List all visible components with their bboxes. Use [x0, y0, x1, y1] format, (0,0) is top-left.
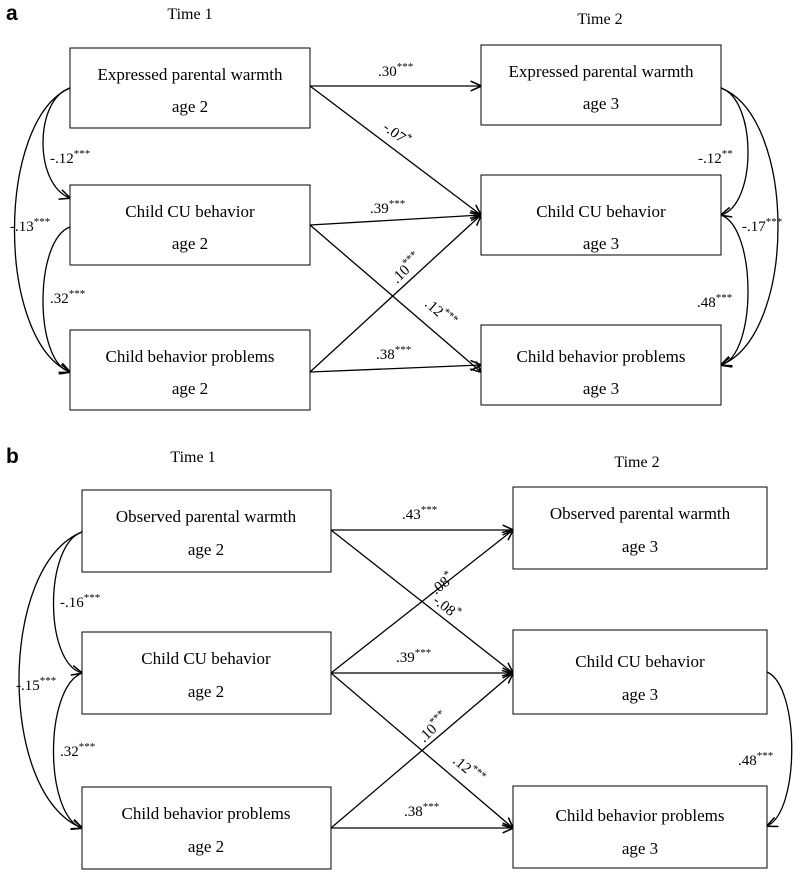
cov-coef-left-2-3: .32*** [60, 741, 95, 760]
cov-coef-left-1-2: -.16*** [60, 592, 100, 611]
box-age: age 3 [622, 685, 658, 704]
panel-a: a Time 1 Time 2 Expressed parental warmt… [6, 2, 782, 411]
coef-warmth-to-cu: -.07* [380, 117, 415, 150]
cov-coef-left-2-3: .32*** [50, 288, 85, 307]
box-b-t2-problems: Child behavior problems age 3 [512, 785, 768, 869]
box-a-t1-cu: Child CU behavior age 2 [69, 184, 311, 266]
box-b-t1-warmth: Observed parental warmth age 2 [81, 489, 332, 573]
cov-left-2-3 [52, 673, 83, 828]
coef-problems-to-problems: .38*** [376, 344, 411, 363]
box-a-t1-warmth: Expressed parental warmth age 2 [69, 47, 311, 129]
box-a-t1-problems: Child behavior problems age 2 [69, 329, 311, 411]
box-age: age 2 [172, 97, 208, 116]
coef-cu-to-cu: .39*** [396, 647, 431, 666]
cov-coef-left-1-2: -.12*** [50, 148, 90, 167]
time1-label: Time 1 [167, 6, 212, 23]
coef-warmth-to-warmth: .30*** [378, 61, 413, 80]
box-label: Child behavior problems [555, 806, 724, 825]
path-problems-to-problems [309, 365, 481, 373]
box-b-t1-problems: Child behavior problems age 2 [81, 786, 332, 870]
path-problems-to-cu [309, 215, 481, 373]
panel-b: b Time 1 Time 2 Observed parental warmth… [6, 445, 793, 870]
box-b-t2-cu: Child CU behavior age 3 [512, 629, 768, 715]
cov-coef-right-2-3: .48*** [697, 292, 732, 311]
cov-right-2-3 [721, 215, 749, 365]
box-age: age 2 [188, 540, 224, 559]
cov-right-2-3 [767, 672, 793, 826]
coef-problems-to-problems: .38*** [404, 801, 439, 820]
coef-cu-to-cu: .39*** [370, 198, 405, 217]
box-label: Child behavior problems [121, 804, 290, 823]
box-b-t2-warmth: Observed parental warmth age 3 [512, 486, 768, 570]
box-label: Observed parental warmth [550, 504, 731, 523]
panel-letter: b [6, 445, 19, 468]
cov-coef-left-1-3: -.13*** [10, 216, 50, 235]
path-cu-to-cu [309, 215, 481, 226]
path-cu-to-warmth [330, 530, 513, 674]
box-age: age 3 [583, 379, 619, 398]
path-warmth-to-cu [309, 85, 481, 215]
box-age: age 3 [583, 94, 619, 113]
time1-label: Time 1 [170, 449, 215, 466]
time2-label: Time 2 [614, 454, 659, 471]
box-label: Child behavior problems [105, 347, 274, 366]
path-cu-to-problems [309, 224, 481, 372]
cov-left-1-2 [42, 88, 70, 198]
box-age: age 2 [172, 234, 208, 253]
box-label: Expressed parental warmth [508, 62, 694, 81]
coef-problems-to-cu: .10*** [414, 708, 453, 746]
box-label: Expressed parental warmth [97, 65, 283, 84]
box-label: Child behavior problems [516, 347, 685, 366]
box-age: age 3 [622, 839, 658, 858]
cov-coef-left-1-3: -.15*** [16, 675, 56, 694]
box-a-t2-cu: Child CU behavior age 3 [480, 174, 722, 256]
box-label: Child CU behavior [125, 202, 255, 221]
cov-left-1-3 [18, 532, 82, 828]
cov-left-1-2 [52, 532, 83, 673]
box-age: age 2 [188, 837, 224, 856]
box-age: age 3 [622, 537, 658, 556]
box-label: Child CU behavior [536, 202, 666, 221]
cov-right-1-3 [721, 88, 779, 365]
box-age: age 2 [188, 682, 224, 701]
coef-problems-to-cu: .10*** [387, 249, 426, 287]
coef-warmth-to-warmth: .43*** [402, 504, 437, 523]
coef-cu-to-problems: .12*** [449, 751, 488, 788]
box-b-t1-cu: Child CU behavior age 2 [81, 631, 332, 715]
box-label: Child CU behavior [575, 652, 705, 671]
cov-coef-right-2-3: .48*** [738, 750, 773, 769]
box-age: age 2 [172, 379, 208, 398]
box-a-t2-warmth: Expressed parental warmth age 3 [480, 44, 722, 126]
cov-coef-right-1-3: -.17*** [742, 216, 782, 235]
cov-left-1-3 [13, 88, 71, 372]
path-problems-to-cu [330, 673, 513, 829]
cov-coef-right-1-2: -.12** [698, 148, 733, 167]
panel-letter: a [6, 2, 18, 25]
time2-label: Time 2 [577, 11, 622, 28]
box-label: Observed parental warmth [116, 507, 297, 526]
box-a-t2-problems: Child behavior problems age 3 [480, 324, 722, 406]
box-label: Child CU behavior [141, 649, 271, 668]
box-age: age 3 [583, 234, 619, 253]
